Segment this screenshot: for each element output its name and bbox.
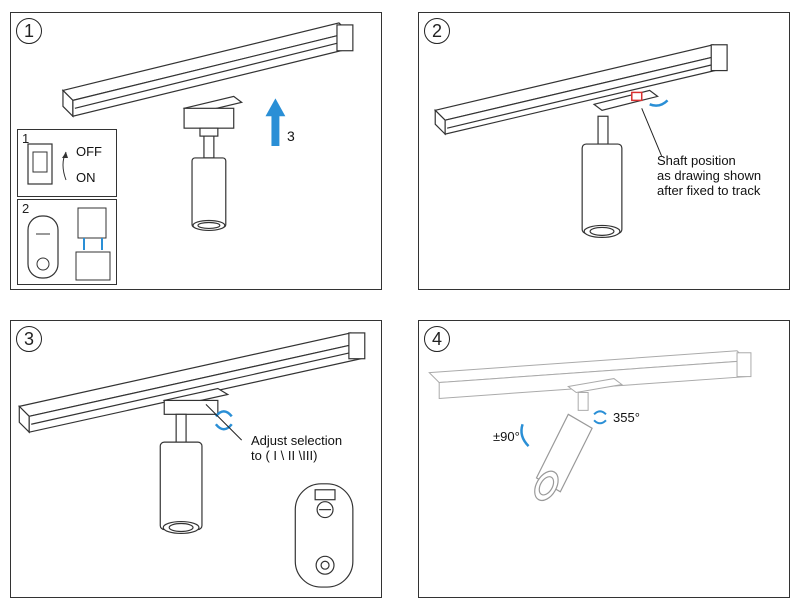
spotlight-body [191,135,227,232]
inset-number: 1 [22,131,30,146]
connector-inset: 2 [17,199,117,285]
step-number: 3 [16,326,42,352]
spotlight-body [534,413,593,502]
track-rail [61,22,354,118]
adjust-selection-note: Adjust selection to ( I \ II \III) [251,433,343,463]
rotation-illustration [428,350,752,502]
step-number: 1 [16,18,42,44]
step-number: 2 [424,18,450,44]
step-3-panel: 3 Adjust selection to ( I \ II \III) [10,320,382,598]
adjust-selection-illustration [18,332,366,588]
power-switch-icon [27,143,68,185]
step-4-panel: 4 ±90° 355° [418,320,790,598]
track-rail [18,332,366,434]
switch-off-label: OFF [76,144,102,159]
pan-angle-label: 355° [613,410,640,425]
inset-number: 2 [22,201,30,216]
spotlight-body [159,413,203,535]
callout-leader [205,404,243,441]
track-adapter [592,89,659,111]
connector-illustration [27,207,111,281]
arrow-step-label: 3 [287,128,295,144]
tilt-arrow-icon [520,423,530,447]
switch-inset: 1 OFF ON [17,129,117,197]
track-adapter [182,95,244,137]
shaft-position-note: Shaft position as drawing shown after fi… [657,153,762,198]
track-install-illustration [61,22,354,232]
switch-on-label: ON [76,170,96,185]
track-adapter [162,387,230,415]
track-rail [428,350,752,399]
step-number: 4 [424,326,450,352]
shaft-position-illustration [434,44,728,238]
spotlight-body [581,115,623,238]
up-arrow-icon [265,98,286,147]
rotate-arrow-icon [649,99,669,107]
step-1-panel: 1 3 1 OFF ON 2 [10,12,382,290]
track-adapter [567,378,624,411]
rotate-arrow-icon [214,410,233,431]
selector-closeup [294,483,354,588]
tilt-angle-label: ±90° [493,429,520,444]
track-rail [434,44,728,136]
pan-arrow-icon [593,410,607,425]
callout-leader [641,108,663,157]
step-2-panel: 2 Shaft position as drawing shown after … [418,12,790,290]
